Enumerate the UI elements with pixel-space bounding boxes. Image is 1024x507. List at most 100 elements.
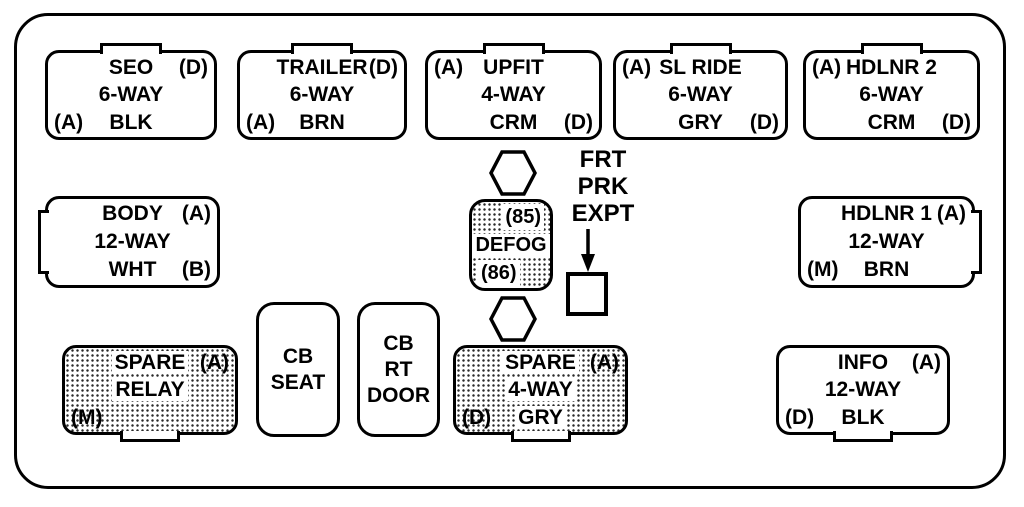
cb-label: DOOR <box>367 383 430 407</box>
connector-color: CRM <box>489 110 538 134</box>
frt-prk-expt-fuse-slot <box>566 272 608 316</box>
connector-row: 12-WAY <box>801 229 972 255</box>
down-arrow-icon <box>581 229 595 272</box>
callout-line: FRT <box>579 146 627 173</box>
connector-row: CRM (D) <box>428 110 599 136</box>
connector-lock-tab <box>971 210 982 274</box>
pin-label: (A) <box>434 55 464 79</box>
connector-hdlnr2-6way: (A) HDLNR 2 6-WAY CRM (D) <box>803 43 980 140</box>
connector-color: GRY <box>515 405 566 429</box>
connector-way-count: 4-WAY <box>481 83 546 106</box>
connector-way-count: 6-WAY <box>98 83 164 106</box>
connector-body-12way: BODY (A) 12-WAY WHT (B) <box>38 196 220 288</box>
connector-row: (D) GRY <box>456 405 625 431</box>
connector-spare-4way: SPARE (A) 4-WAY (D) GRY <box>453 345 628 442</box>
connector-lock-tab <box>482 43 545 54</box>
connector-color: BLK <box>841 405 885 429</box>
connector-title: SEO <box>108 55 154 79</box>
pin-label: (B) <box>181 258 211 281</box>
connector-row: 6-WAY <box>806 82 977 108</box>
connector-color: CRM <box>867 110 916 134</box>
connector-title: BODY <box>102 202 163 225</box>
connector-row: (A) SL RIDE <box>616 55 785 81</box>
connector-way-count: 6-WAY <box>859 83 924 106</box>
cb-label: CB <box>282 344 314 368</box>
pin-label: (A) <box>589 350 619 374</box>
pin-label: (A) <box>181 202 211 225</box>
connector-title: RELAY <box>112 378 188 401</box>
connector-row: TRAILER (D) <box>240 55 404 81</box>
connector-spare-relay: SPARE (A) RELAY (M) <box>62 345 238 442</box>
connector-row: (A) BRN <box>240 110 404 136</box>
connector-row: INFO (A) <box>779 350 947 376</box>
connector-row: HDLNR 1 (A) <box>801 201 972 227</box>
connector-title: TRAILER <box>276 55 368 79</box>
callout-line: PRK <box>577 173 629 200</box>
cb-label: RT <box>384 357 413 381</box>
connector-row: 12-WAY <box>48 229 217 255</box>
connector-row: RELAY <box>65 377 235 403</box>
connector-lock-tab <box>291 43 353 54</box>
connector-lock-tab <box>833 431 893 442</box>
cb-row: SEAT <box>259 370 337 396</box>
pin-label: (D) <box>785 405 815 429</box>
connector-row: SEO (D) <box>48 55 214 81</box>
pin-label: (D) <box>178 55 208 79</box>
connector-row: 6-WAY <box>48 82 214 108</box>
connector-sl-ride-6way: (A) SL RIDE 6-WAY GRY (D) <box>613 43 788 140</box>
connector-row: (D) BLK <box>779 405 947 431</box>
callout-line: EXPT <box>571 200 635 227</box>
cb-label: CB <box>383 331 414 355</box>
frt-prk-expt-label: FRT PRK EXPT <box>548 146 658 227</box>
connector-color: BLK <box>109 110 153 134</box>
pin-label: (D) <box>749 110 779 134</box>
cb-row: CB <box>259 344 337 370</box>
connector-lock-tab <box>120 431 180 442</box>
cb-row: DOOR <box>360 383 437 409</box>
connector-color: BRN <box>863 258 910 281</box>
connector-way-count: 4-WAY <box>505 378 576 401</box>
pin-label: (A) <box>54 110 84 134</box>
connector-way-count: 12-WAY <box>848 230 925 253</box>
connector-lock-tab <box>860 43 923 54</box>
pin-label: (A) <box>936 202 966 225</box>
connector-row: (M) <box>65 405 235 431</box>
connector-title: SPARE <box>502 350 579 374</box>
cb-row: CB <box>360 331 437 357</box>
pin-label: (M) <box>807 258 839 281</box>
connector-title: UPFIT <box>483 55 544 79</box>
connector-lock-tab <box>100 43 162 54</box>
hex-bolt-top-icon <box>489 150 537 196</box>
pin-label: (D) <box>462 405 492 429</box>
connector-color: WHT <box>108 258 157 281</box>
pin-label: (A) <box>622 55 652 79</box>
relay-row: (85) <box>472 204 550 230</box>
relay-terminal-label: (85) <box>502 204 544 230</box>
connector-row: 6-WAY <box>616 82 785 108</box>
connector-color: BRN <box>299 110 345 134</box>
connector-upfit-4way: (A) UPFIT 4-WAY CRM (D) <box>425 43 602 140</box>
relay-title: DEFOG <box>472 234 550 256</box>
pin-label: (A) <box>246 110 276 134</box>
connector-row: (A) BLK <box>48 110 214 136</box>
connector-seo-6way: SEO (D) 6-WAY (A) BLK <box>45 43 217 140</box>
pin-label: (D) <box>563 110 593 134</box>
connector-way-count: 12-WAY <box>94 230 171 253</box>
relay-defog: (85) DEFOG (86) <box>469 199 553 291</box>
circuit-breaker-rt-door: CB RT DOOR <box>357 302 440 437</box>
connector-trailer-6way: TRAILER (D) 6-WAY (A) BRN <box>237 43 407 140</box>
connector-hdlnr1-12way: HDLNR 1 (A) 12-WAY (M) BRN <box>798 196 982 288</box>
connector-way-count: 6-WAY <box>289 83 355 106</box>
connector-title: SL RIDE <box>659 55 742 79</box>
cb-row: RT <box>360 357 437 383</box>
connector-row: BODY (A) <box>48 201 217 227</box>
pin-label: (D) <box>941 110 971 134</box>
pin-label: (A) <box>199 350 229 374</box>
pin-label: (A) <box>911 350 941 374</box>
connector-row: 12-WAY <box>779 377 947 403</box>
connector-title: INFO <box>837 350 889 374</box>
pin-label: (M) <box>71 405 103 429</box>
relay-terminal-label: (86) <box>478 260 520 286</box>
connector-way-count: 6-WAY <box>668 83 733 106</box>
